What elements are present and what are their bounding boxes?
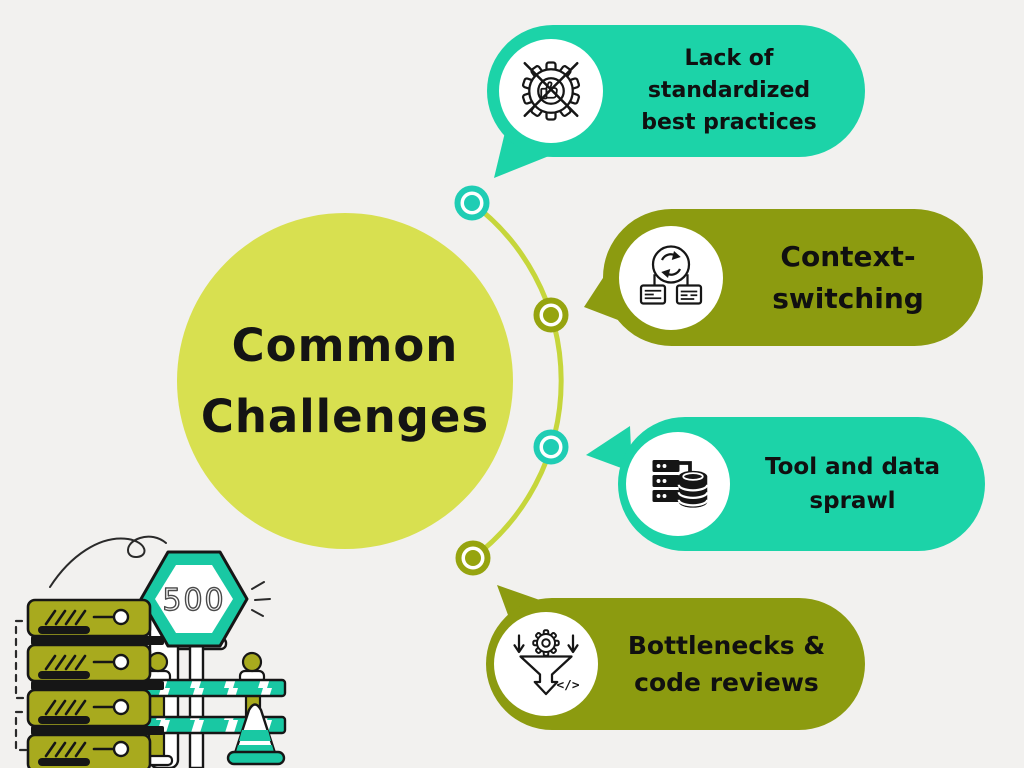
bubble-1-label: Lack of standardized best practices <box>641 46 817 135</box>
title-line-1: Common <box>231 319 459 372</box>
center-topic-circle: Common Challenges <box>177 213 513 549</box>
bubble-2-icon-circle <box>619 225 723 330</box>
server-shadow-bars <box>31 626 164 766</box>
server-hatch-marks <box>44 609 115 758</box>
arc-node-2 <box>533 297 569 333</box>
bubble-2-label: Context- switching <box>772 239 924 315</box>
code-glyph: </> <box>557 678 580 693</box>
bubble-1-icon-circle <box>499 39 603 143</box>
sign-post <box>188 644 205 768</box>
timeline-arc <box>470 200 564 560</box>
bubble-tool-and-data-sprawl: Tool and data sprawl <box>618 417 985 551</box>
emphasis-lines <box>251 581 271 617</box>
sync-documents-icon <box>639 244 703 305</box>
worker-figures <box>144 651 266 685</box>
bubble-3-icon-circle <box>626 432 730 536</box>
bubble-context-switching: Context- switching <box>603 209 983 346</box>
bubble-4-icon-circle: </> <box>494 612 598 716</box>
arc-node-1 <box>454 185 490 221</box>
bubble-3-label: Tool and data sprawl <box>765 453 940 515</box>
server-roadblock-illustration: 500 <box>14 535 287 768</box>
arc-node-4 <box>455 540 491 576</box>
dashed-bracket-bottom <box>14 710 36 752</box>
sign-500-text: 500 <box>162 583 225 618</box>
arc-node-3 <box>533 429 569 465</box>
hexagon-sign-inner <box>155 565 233 633</box>
gear-thumbs-up-crossed-icon <box>521 61 581 121</box>
bubble-bottlenecks-code-reviews: </> Bottlenecks & code reviews <box>486 598 865 730</box>
title-line-2: Challenges <box>200 390 490 443</box>
server-database-icon <box>652 460 709 508</box>
bubble-lack-of-standardized-best-practices: Lack of standardized best practices <box>487 25 865 157</box>
server-indicator-lights <box>112 608 130 758</box>
bubble-4-label: Bottlenecks & code reviews <box>627 630 826 698</box>
funnel-gear-code-icon: </> <box>513 629 580 696</box>
bubble-tail-3 <box>586 426 632 472</box>
squiggle-line <box>49 535 167 588</box>
traffic-cone <box>226 703 286 766</box>
